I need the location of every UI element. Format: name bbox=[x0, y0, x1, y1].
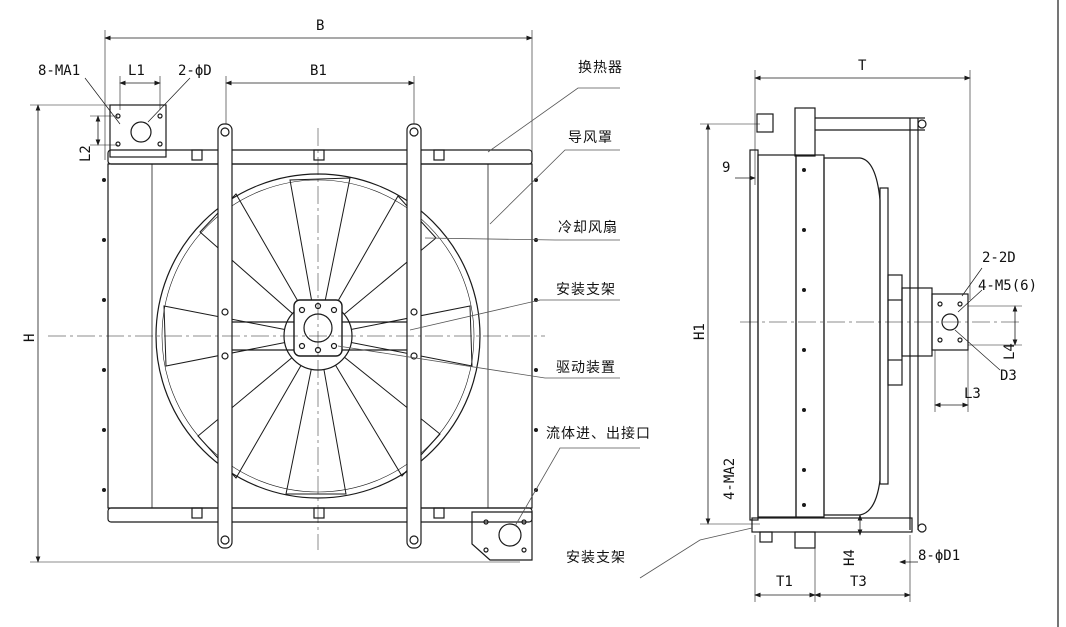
dim-b-label: B bbox=[316, 18, 325, 34]
hole-8-phid1-label: 8-ϕD1 bbox=[918, 548, 961, 564]
thread-8-ma1-label: 8-MA1 bbox=[38, 63, 81, 79]
dim-h1-label: H1 bbox=[692, 323, 708, 340]
dim-t-label: T bbox=[858, 58, 867, 74]
callout-air-guide-cover: 导风罩 bbox=[568, 130, 613, 146]
hole-2-phid-label: 2-ϕD bbox=[178, 63, 212, 79]
callout-drive-unit: 驱动装置 bbox=[556, 360, 616, 376]
dim-b1-label: B1 bbox=[310, 63, 327, 79]
dim-l3-label: L3 bbox=[964, 386, 981, 402]
bracket-leader bbox=[639, 527, 753, 579]
callout-leaders bbox=[337, 87, 640, 527]
callout-fluid-inlet-outlet: 流体进、出接口 bbox=[546, 426, 651, 442]
callout-mounting-bracket-bottom: 安装支架 bbox=[566, 550, 626, 566]
dim-d3-label: D3 bbox=[1000, 368, 1017, 384]
dim-l1-label: L1 bbox=[128, 63, 145, 79]
dim-2-2d-label: 2-2D bbox=[982, 250, 1016, 266]
dim-h4-label: H4 bbox=[842, 549, 858, 566]
dim-t3-label: T3 bbox=[850, 574, 867, 590]
dim-l2-label: L2 bbox=[78, 145, 94, 162]
dim-h-label: H bbox=[22, 333, 38, 342]
side-view bbox=[700, 70, 1022, 602]
front-view bbox=[30, 30, 545, 563]
dim-9-label: 9 bbox=[722, 160, 731, 176]
dim-l4-label: L4 bbox=[1002, 343, 1018, 360]
thread-4-ma2-label: 4-MA2 bbox=[722, 457, 738, 500]
callout-mounting-bracket: 安装支架 bbox=[556, 282, 616, 298]
callout-heat-exchanger: 换热器 bbox=[578, 60, 623, 76]
dim-t1-label: T1 bbox=[776, 574, 793, 590]
callout-cooling-fan: 冷却风扇 bbox=[558, 220, 618, 236]
thread-4-m5-label: 4-M5(6) bbox=[978, 278, 1038, 294]
